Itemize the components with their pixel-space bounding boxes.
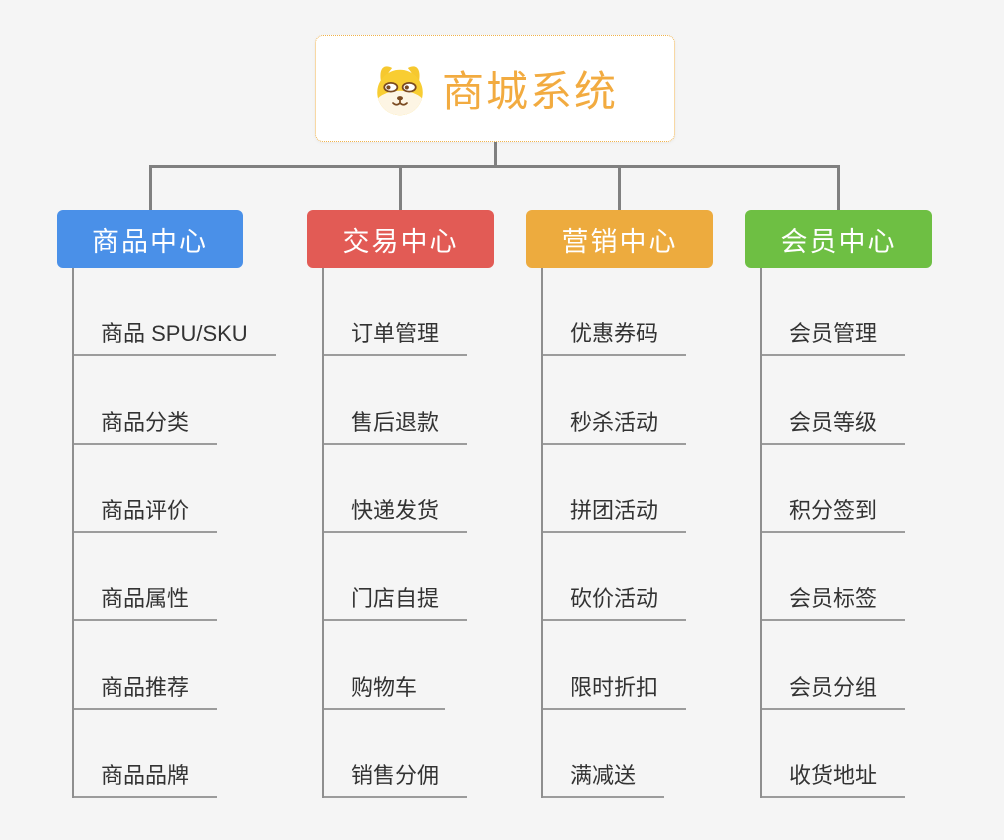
list-item: 商品品牌: [74, 710, 218, 798]
branch-label: 交易中心: [342, 226, 459, 257]
list-item: 商品推荐: [74, 621, 218, 710]
list-item: 优惠券码: [543, 268, 687, 357]
branch-horizontal-connector: [148, 165, 840, 168]
list-item: 门店自提: [324, 533, 468, 622]
list-item: 秒杀活动: [543, 356, 687, 445]
branch-node-marketing-center: 营销中心: [526, 210, 713, 268]
branch-items-product-center: 商品 SPU/SKU 商品分类 商品评价 商品属性 商品推荐 商品品牌: [72, 268, 276, 798]
list-item: 商品评价: [74, 445, 218, 533]
list-item: 砍价活动: [543, 533, 687, 622]
list-item: 商品 SPU/SKU: [74, 268, 276, 357]
branch-drop-connector: [148, 165, 152, 210]
branch-items-member-center: 会员管理 会员等级 积分签到 会员标签 会员分组 收货地址: [760, 268, 906, 798]
root-stem-connector: [493, 142, 497, 166]
branch-items-marketing-center: 优惠券码 秒杀活动 拼团活动 砍价活动 限时折扣 满减送: [541, 268, 687, 798]
list-item: 订单管理: [324, 268, 468, 357]
shiba-dog-icon: [377, 65, 423, 115]
list-item: 销售分佣: [324, 710, 468, 798]
branch-drop-connector: [399, 165, 402, 210]
branch-drop-connector: [618, 165, 621, 210]
list-item: 限时折扣: [543, 621, 687, 710]
list-item: 售后退款: [324, 356, 468, 445]
list-item: 拼团活动: [543, 445, 687, 533]
list-item: 购物车: [324, 621, 446, 710]
list-item: 快递发货: [324, 445, 468, 533]
branch-items-trade-center: 订单管理 售后退款 快递发货 门店自提 购物车 销售分佣: [322, 268, 468, 798]
branch-label: 会员中心: [780, 226, 897, 257]
list-item: 收货地址: [762, 710, 906, 798]
branch-drop-connector: [837, 165, 840, 210]
branch-label: 营销中心: [561, 226, 678, 257]
list-item: 积分签到: [762, 445, 906, 533]
list-item: 会员标签: [762, 533, 906, 622]
list-item: 会员等级: [762, 356, 906, 445]
branch-node-member-center: 会员中心: [745, 210, 932, 268]
root-node: 商城系统: [315, 35, 675, 142]
branch-node-trade-center: 交易中心: [307, 210, 494, 268]
list-item: 商品属性: [74, 533, 218, 622]
list-item: 商品分类: [74, 356, 218, 445]
list-item: 满减送: [543, 710, 665, 798]
branch-node-product-center: 商品中心: [57, 210, 243, 268]
root-title: 商城系统: [441, 68, 618, 115]
list-item: 会员分组: [762, 621, 906, 710]
list-item: 会员管理: [762, 268, 906, 357]
branch-label: 商品中心: [92, 226, 208, 257]
